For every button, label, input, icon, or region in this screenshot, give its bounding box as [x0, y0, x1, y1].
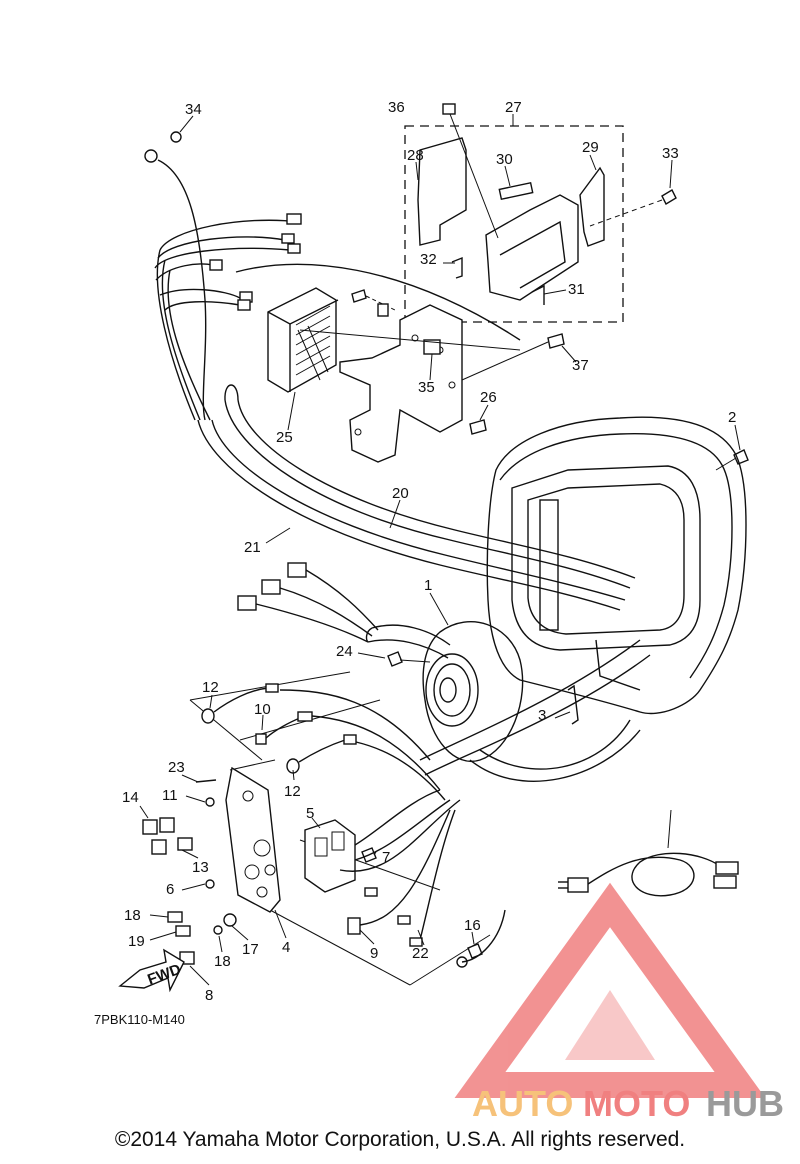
- watermark-text: AUTO MOTO HUB: [472, 1083, 784, 1124]
- control-panel-plate: [142, 766, 506, 968]
- label-2: 2: [728, 409, 736, 426]
- label-10: 10: [254, 701, 271, 718]
- label-28: 29: [582, 139, 599, 156]
- label-32: 33: [662, 145, 679, 162]
- power-cord: [558, 852, 739, 897]
- wire-harness-top: [144, 131, 636, 611]
- label-9: 9: [370, 945, 378, 962]
- label-12-top: 12: [202, 679, 219, 696]
- label-18-top: 18: [124, 907, 141, 924]
- label-19: 20: [392, 485, 409, 502]
- label-23: 24: [336, 643, 353, 660]
- label-20: 21: [244, 539, 261, 556]
- mounting-bracket: [299, 289, 565, 463]
- watermark-moto: MOTO: [583, 1083, 690, 1124]
- label-22: 23: [168, 759, 185, 776]
- label-15: 16: [464, 917, 481, 934]
- label-26: 27: [505, 99, 522, 116]
- label-11: 11: [162, 787, 178, 804]
- label-34: 35: [418, 379, 435, 396]
- label-5: 5: [306, 805, 314, 822]
- label-7: 7: [382, 849, 390, 866]
- label-17: 18: [214, 953, 231, 970]
- drawing-code: 7PBK110-M140: [94, 1012, 185, 1027]
- label-21: 22: [412, 945, 429, 962]
- label-33: 34: [185, 101, 202, 118]
- label-27: 28: [407, 147, 424, 164]
- part-labels: 34 36 27 28 30 29 33 32 31 37 35 26 25 2…: [122, 99, 736, 1004]
- label-35: 36: [388, 99, 405, 116]
- label-36: 37: [572, 357, 589, 374]
- label-16: 17: [242, 941, 259, 958]
- watermark-auto: AUTO: [472, 1083, 573, 1124]
- label-leaders: [139, 114, 741, 986]
- label-13: 13: [192, 859, 209, 876]
- label-30: 31: [568, 281, 585, 298]
- label-18-bottom: 19: [128, 933, 145, 950]
- label-14: 14: [122, 789, 139, 806]
- small-connectors: [201, 683, 446, 801]
- label-29: 30: [496, 151, 513, 168]
- label-24: 25: [276, 429, 293, 446]
- label-31: 32: [420, 251, 437, 268]
- label-12-bottom: 12: [284, 783, 301, 800]
- forward-arrow: FWD: [118, 948, 185, 993]
- lower-wire-harness: [237, 562, 651, 782]
- inverter-module: [267, 287, 339, 393]
- bracket-assembly-group: [404, 103, 677, 323]
- copyright-footer: ©2014 Yamaha Motor Corporation, U.S.A. A…: [114, 1128, 686, 1151]
- label-4: 4: [282, 939, 290, 956]
- label-6: 6: [166, 881, 174, 898]
- watermark-logo: [454, 882, 766, 1098]
- label-3: 3: [538, 707, 546, 724]
- label-1: 1: [424, 577, 432, 594]
- label-25: 26: [480, 389, 497, 406]
- generator-housing: [486, 416, 749, 715]
- fwd-label: FWD: [145, 961, 183, 989]
- watermark-hub: HUB: [706, 1083, 784, 1124]
- label-8: 8: [205, 987, 213, 1004]
